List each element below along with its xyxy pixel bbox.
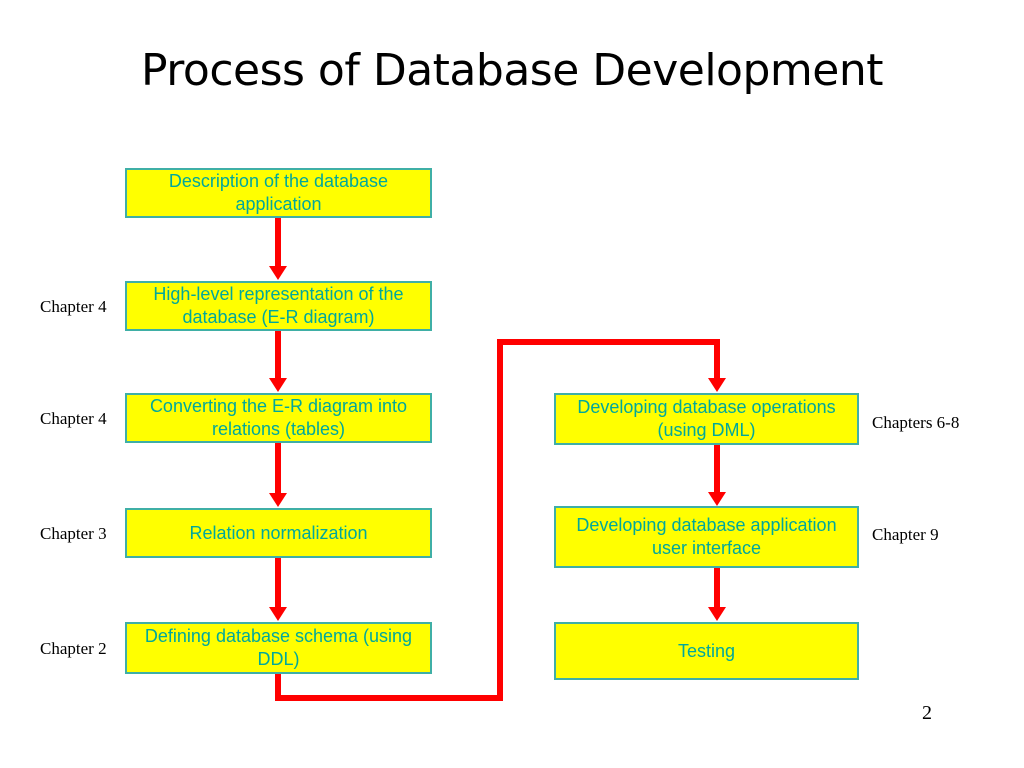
connector-route-segment-up-middle [497, 339, 503, 697]
connector-ui-to-testing [714, 568, 720, 608]
connector-description-to-high-level [275, 218, 281, 267]
connector-converting-to-normalization [275, 443, 281, 493]
arrowhead-icon [269, 378, 287, 392]
arrowhead-icon [708, 607, 726, 621]
process-box-label: Description of the database application [168, 171, 389, 214]
connector-route-segment-bottom-horizontal [275, 695, 503, 701]
process-box-converting-er[interactable]: Converting the E-R diagram into relation… [125, 393, 432, 443]
chapter-label-converting-er: Chapter 4 [40, 409, 107, 428]
process-box-label: Developing database operations (using DM… [577, 397, 836, 440]
process-box-developing-operations[interactable]: Developing database operations (using DM… [554, 393, 859, 445]
process-box-label: Converting the E-R diagram into relation… [149, 396, 408, 439]
process-box-developing-ui[interactable]: Developing database application user int… [554, 506, 859, 568]
page-title: Process of Database Development [141, 45, 883, 96]
arrowhead-icon [269, 607, 287, 621]
chapter-label-developing-ui: Chapter 9 [872, 525, 939, 544]
arrowhead-icon [708, 378, 726, 392]
arrowhead-icon [269, 493, 287, 507]
connector-route-segment-top-horizontal [497, 339, 720, 345]
chapter-label-high-level-representation: Chapter 4 [40, 297, 107, 316]
connector-high-level-to-converting [275, 331, 281, 379]
process-box-label: Relation normalization [189, 522, 368, 543]
process-box-high-level-representation[interactable]: High-level representation of the databas… [125, 281, 432, 331]
arrowhead-icon [269, 266, 287, 280]
process-box-relation-normalization[interactable]: Relation normalization [125, 508, 432, 558]
arrowhead-icon [708, 492, 726, 506]
process-box-label: Testing [677, 640, 736, 661]
page-number: 2 [922, 702, 932, 724]
process-box-defining-schema[interactable]: Defining database schema (using DDL) [125, 622, 432, 674]
process-box-label: High-level representation of the databas… [153, 284, 404, 327]
connector-route-segment-down-right [714, 339, 720, 379]
connector-normalization-to-defining-schema [275, 558, 281, 608]
process-box-label: Defining database schema (using DDL) [144, 626, 413, 669]
connector-route-segment-down-left [275, 674, 281, 701]
process-box-testing[interactable]: Testing [554, 622, 859, 680]
chapter-label-defining-schema: Chapter 2 [40, 639, 107, 658]
chapter-label-relation-normalization: Chapter 3 [40, 524, 107, 543]
process-box-label: Developing database application user int… [576, 515, 837, 558]
process-box-description[interactable]: Description of the database application [125, 168, 432, 218]
chapter-label-developing-operations: Chapters 6-8 [872, 413, 960, 432]
connector-operations-to-ui [714, 445, 720, 493]
